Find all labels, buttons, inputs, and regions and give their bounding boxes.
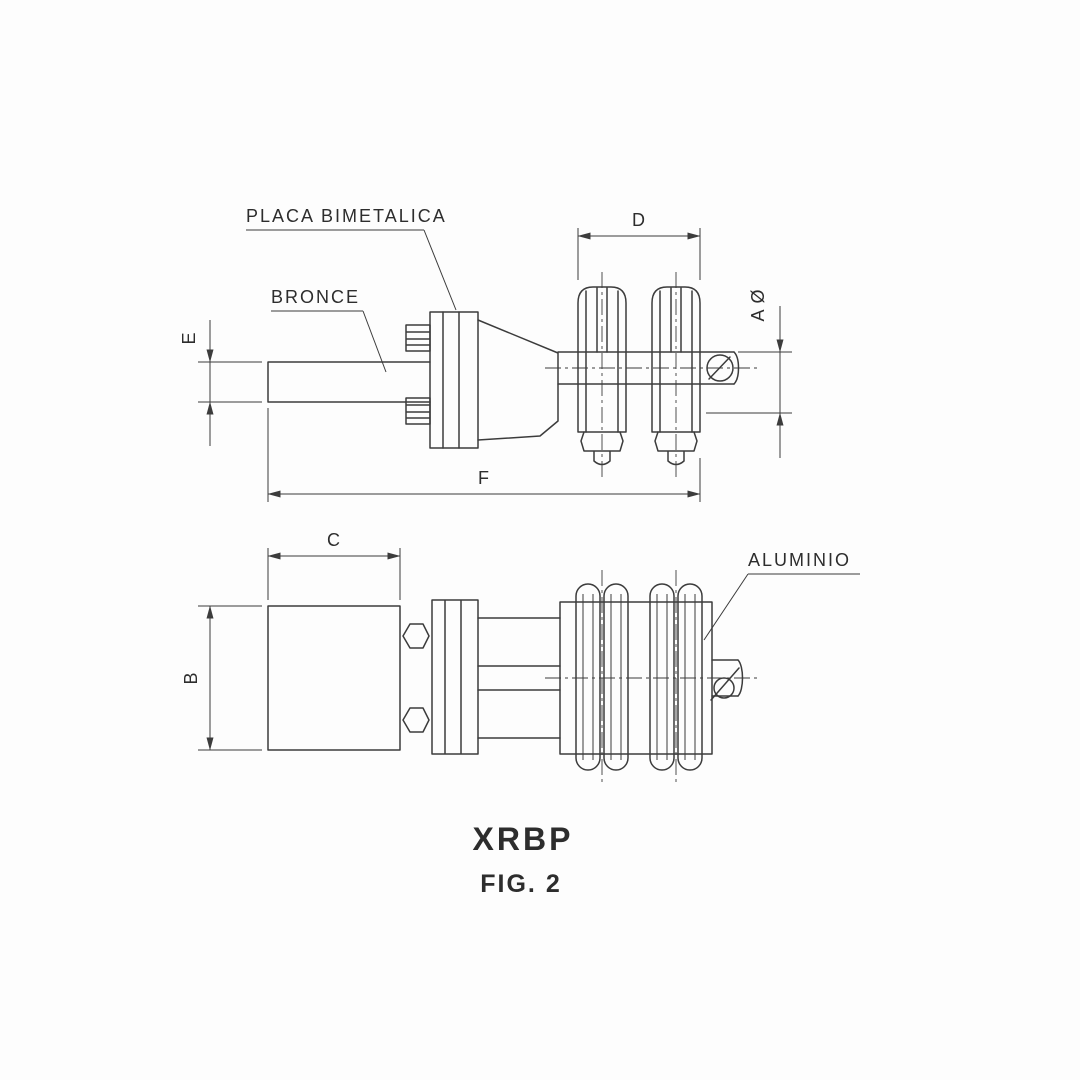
hex-bolt-top [402,623,430,649]
label-bronce-leader [362,310,387,373]
dim-a-extension-lines [706,351,792,414]
dim-e-extension-lines [198,361,262,403]
dim-a-label: A Ø [748,288,768,321]
conductor-lines [557,351,735,385]
clamp-1-body [577,286,627,433]
centerlines-vertical-top-view [601,272,677,480]
figure-caption: FIG. 2 [480,870,561,898]
top-view-labels: PLACA BIMETALICA BRONCE [246,206,457,373]
label-placa-leader [423,229,457,311]
clamp-2-body [651,286,701,433]
plate-plan-outline [431,599,479,755]
centerlines-vertical-bottom-view [601,570,677,786]
clamp-2-ubolt-legs [659,287,693,433]
dim-c-label: C [327,530,341,550]
clamp-rail-2 [603,583,629,771]
plate-bolt-bottom [405,397,431,425]
bimetal-plate-outline [429,311,479,449]
top-view-dimensions: D A Ø E F [179,210,792,502]
plate-bolt-top [405,324,431,352]
conductor-stub-chamfer [710,667,740,701]
clamp-rail-grooves [582,594,696,760]
tang-plan-outline [267,605,401,751]
clamp-rail-4 [677,583,703,771]
hex-bolt-bottom [402,707,430,733]
label-aluminio-leader [703,573,749,641]
label-aluminio: ALUMINIO [748,550,851,570]
gusset-arm [477,319,559,441]
dim-d-label: D [632,210,646,230]
top-view [267,272,758,480]
body-arm-plan [477,617,561,739]
dim-b-label: B [181,671,201,684]
bottom-view-dimensions: C B [181,530,401,751]
clamp-1-ubolt-legs [585,287,619,433]
saddle-block-plan [559,601,713,755]
dim-f-label: F [478,468,490,488]
dim-e-label: E [179,331,199,344]
conductor-stub-plan [711,659,739,697]
bronze-tang-outline [267,361,431,403]
figure-title: XRBP FIG. 2 [473,821,574,898]
bimetal-plate-laminations [442,311,460,449]
bottom-view [267,570,760,786]
clamp-rail-3 [649,583,675,771]
model-name: XRBP [473,821,574,857]
dim-b-extension-lines [198,605,262,751]
label-placa-bimetalica: PLACA BIMETALICA [246,206,447,226]
label-bronce: BRONCE [271,287,360,307]
clamp-rail-1 [575,583,601,771]
bottom-view-labels: ALUMINIO [703,550,860,641]
conductor-stub-circle [713,677,735,699]
